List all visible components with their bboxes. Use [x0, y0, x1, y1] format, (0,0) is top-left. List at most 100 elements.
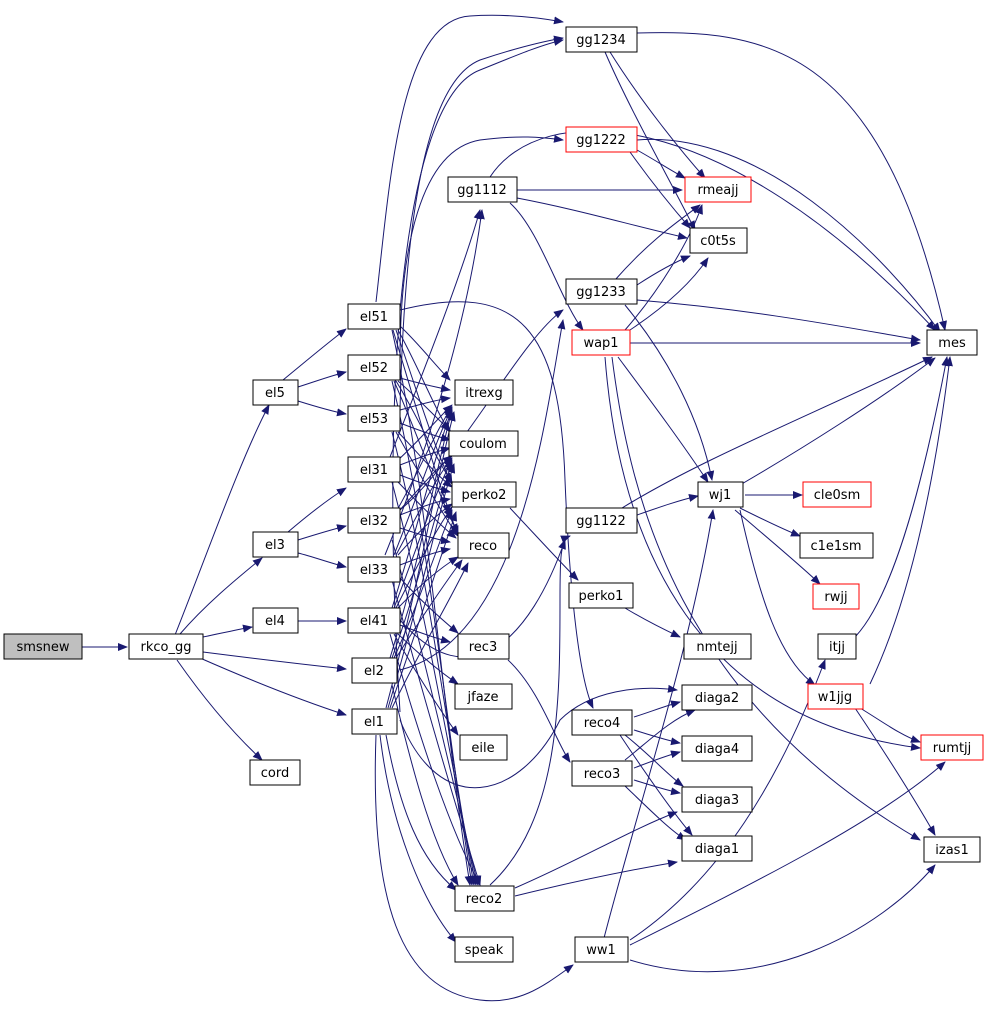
node-el32[interactable]: el32	[347, 507, 401, 534]
edge-el1-reco	[391, 562, 469, 709]
node-ww1[interactable]: ww1	[574, 936, 629, 963]
node-diaga4[interactable]: diaga4	[681, 735, 753, 762]
node-cord[interactable]: cord	[249, 759, 301, 786]
node-el41[interactable]: el41	[347, 607, 401, 634]
node-label: el33	[360, 563, 388, 578]
edge-gg1234-rmeajj	[609, 51, 706, 179]
node-perko1[interactable]: perko1	[568, 582, 634, 609]
node-speak[interactable]: speak	[454, 936, 514, 963]
node-label: eile	[471, 741, 494, 756]
edge-el1-coulom	[387, 463, 456, 709]
edge-el2-coulom	[391, 461, 453, 659]
node-label: reco	[469, 539, 497, 554]
node-label: rumtjj	[933, 741, 972, 756]
node-label: el51	[360, 310, 388, 325]
edge-rkco_gg-el1	[199, 657, 347, 717]
node-gg1233[interactable]: gg1233	[565, 278, 638, 305]
node-el33[interactable]: el33	[347, 556, 401, 583]
edge-gg1233-mes	[636, 299, 921, 343]
node-el1[interactable]: el1	[351, 708, 398, 735]
edge-el51-reco4	[399, 301, 594, 709]
node-jfaze[interactable]: jfaze	[454, 683, 513, 710]
node-label: diaga1	[695, 842, 739, 857]
node-gg1234[interactable]: gg1234	[565, 26, 638, 53]
node-rec3[interactable]: rec3	[457, 633, 510, 660]
edge-el52-gg1222	[399, 134, 564, 361]
edge-el32-reco2	[391, 539, 480, 886]
node-reco[interactable]: reco	[457, 532, 510, 559]
edge-el1-diaga2	[399, 684, 678, 789]
edge-wj1-c1e1sm	[739, 507, 801, 537]
node-reco2[interactable]: reco2	[454, 885, 515, 912]
node-gg1122[interactable]: gg1122	[565, 507, 638, 534]
node-label: c1e1sm	[810, 539, 861, 554]
edge-el33-itrexg	[393, 407, 453, 556]
node-gg1112[interactable]: gg1112	[447, 176, 518, 203]
node-rmeajj[interactable]: rmeajj	[684, 176, 752, 203]
node-label: wap1	[583, 336, 618, 351]
node-rwjj[interactable]: rwjj	[812, 583, 860, 610]
node-el5[interactable]: el5	[252, 379, 299, 406]
node-label: cle0sm	[814, 488, 860, 503]
node-el2[interactable]: el2	[351, 657, 398, 684]
node-c0t5s[interactable]: c0t5s	[689, 227, 748, 254]
node-label: itjj	[829, 640, 845, 655]
edge-gg1222-c0t5s	[629, 151, 691, 229]
node-el52[interactable]: el52	[347, 354, 401, 381]
node-label: perko1	[579, 589, 624, 604]
node-label: gg1233	[576, 285, 626, 300]
node-rkco_gg[interactable]: rkco_gg	[128, 633, 204, 660]
node-itrexg[interactable]: itrexg	[454, 379, 514, 406]
node-label: speak	[465, 943, 504, 958]
node-coulom[interactable]: coulom	[448, 430, 519, 457]
node-rumtjj[interactable]: rumtjj	[920, 734, 984, 761]
node-wj1[interactable]: wj1	[697, 481, 744, 508]
edge-el1-ww1	[374, 734, 574, 1002]
node-label: rmeajj	[698, 183, 739, 198]
node-mes[interactable]: mes	[926, 329, 978, 356]
edge-el2-gg1233	[399, 319, 566, 671]
edge-reco4-diaga2	[633, 700, 681, 718]
node-nmtejj[interactable]: nmtejj	[683, 633, 752, 660]
node-c1e1sm[interactable]: c1e1sm	[799, 532, 874, 559]
node-el53[interactable]: el53	[347, 405, 401, 432]
node-itjj[interactable]: itjj	[817, 633, 857, 660]
node-el3[interactable]: el3	[252, 531, 299, 558]
node-label: w1jjg	[818, 690, 852, 705]
edge-gg1234-c0t5s	[604, 51, 696, 231]
node-label: el53	[360, 412, 388, 427]
edge-wj1-rwjj	[734, 509, 821, 585]
node-cle0sm[interactable]: cle0sm	[802, 481, 872, 508]
edge-el51-itrexg	[399, 325, 451, 381]
node-el31[interactable]: el31	[347, 456, 401, 483]
edge-gg1222-mes	[636, 138, 941, 333]
node-label: el5	[265, 386, 285, 401]
node-izas1[interactable]: izas1	[923, 836, 981, 863]
node-w1jjg[interactable]: w1jjg	[807, 683, 864, 710]
edge-perko1-nmtejj	[624, 607, 681, 638]
node-eile[interactable]: eile	[459, 734, 508, 761]
node-el4[interactable]: el4	[252, 607, 299, 634]
edge-reco4-diaga4	[633, 729, 681, 746]
edge-ww1-wj1	[603, 509, 716, 939]
edge-reco3-diaga4	[633, 750, 681, 769]
edge-rkco_gg-el2	[202, 651, 347, 673]
edge-gg1233-rmeajj	[614, 204, 701, 281]
node-label: gg1234	[576, 33, 626, 48]
node-wap1[interactable]: wap1	[571, 329, 631, 356]
node-el51[interactable]: el51	[347, 303, 401, 330]
edge-reco3-diaga2	[624, 709, 696, 761]
node-perko2[interactable]: perko2	[451, 481, 517, 508]
node-diaga1[interactable]: diaga1	[681, 835, 753, 862]
edge-gg1234-mes	[636, 32, 947, 331]
node-diaga3[interactable]: diaga3	[681, 786, 753, 813]
node-gg1222[interactable]: gg1222	[565, 126, 638, 153]
node-label: reco3	[584, 767, 620, 782]
node-label: izas1	[935, 843, 968, 858]
node-reco4[interactable]: reco4	[571, 709, 633, 736]
node-diaga2[interactable]: diaga2	[681, 684, 753, 711]
node-label: rwjj	[824, 590, 847, 605]
node-reco3[interactable]: reco3	[571, 760, 633, 787]
edge-rkco_gg-el4	[202, 624, 253, 638]
node-smsnew[interactable]: smsnew	[3, 633, 83, 660]
